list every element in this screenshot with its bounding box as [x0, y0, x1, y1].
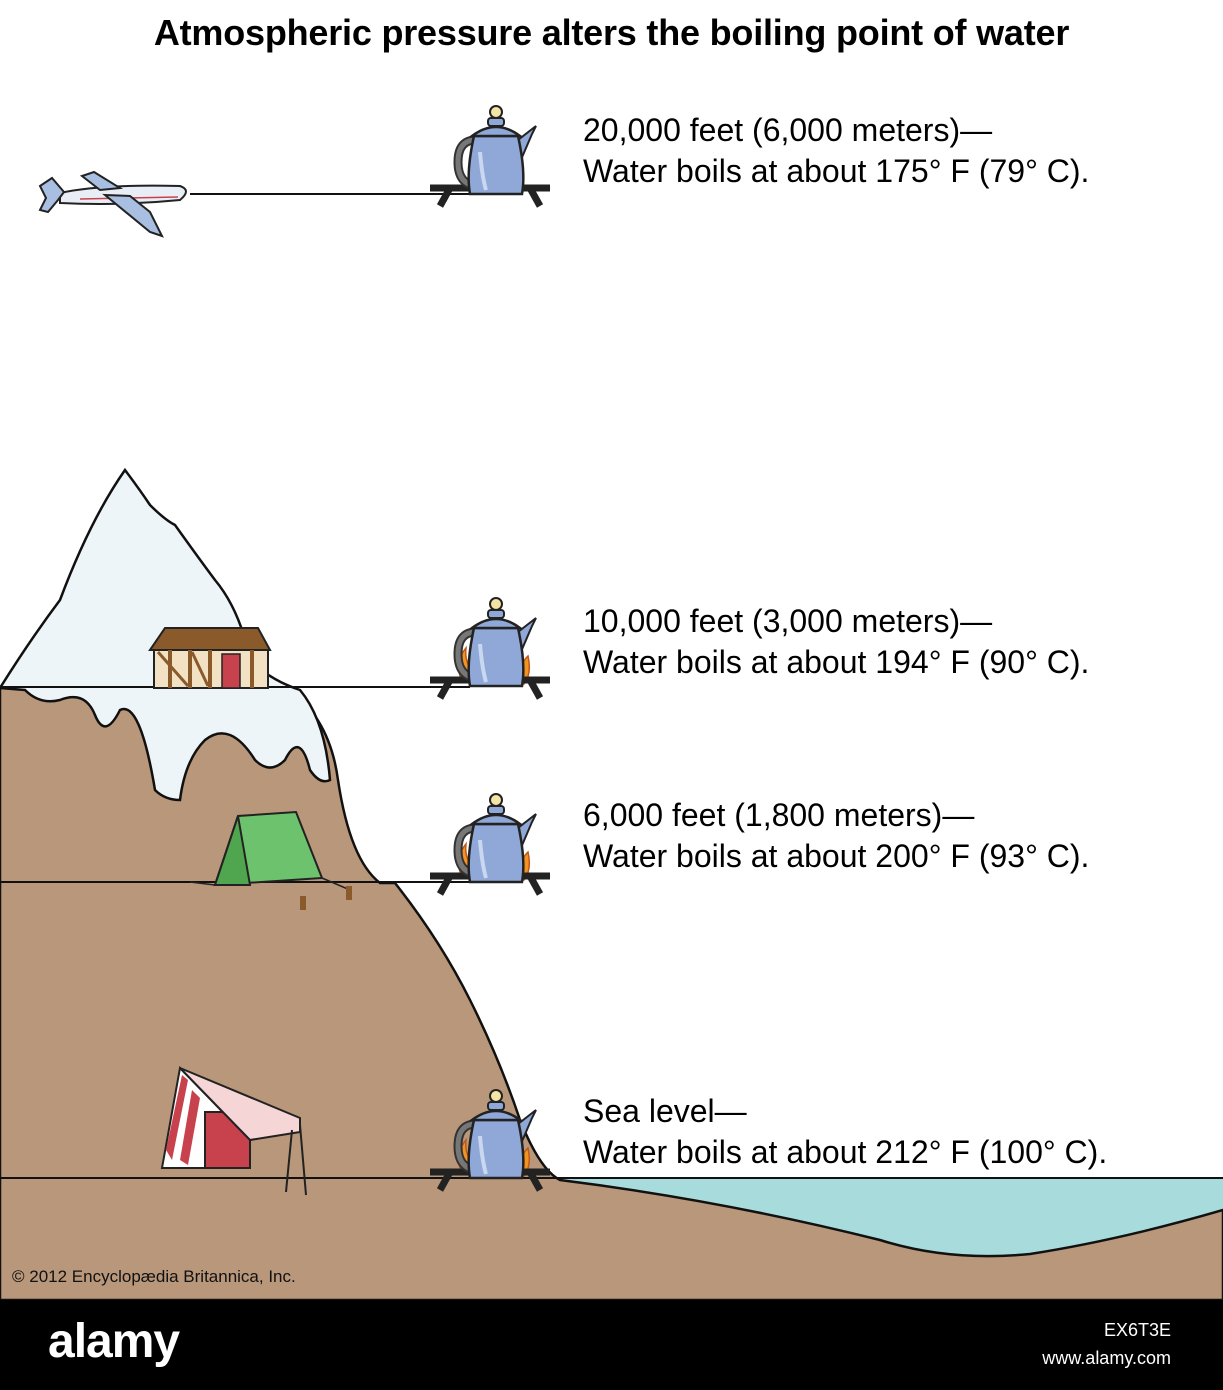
- airplane-icon: [38, 170, 187, 238]
- footer-bar: alamy EX6T3E www.alamy.com: [0, 1300, 1223, 1390]
- sea: [540, 1178, 1223, 1257]
- label-6000-feet: 6,000 feet (1,800 meters)— Water boils a…: [583, 795, 1089, 877]
- altitude-text: 6,000 feet (1,800 meters)—: [583, 797, 975, 833]
- boiling-text: Water boils at about 194° F (90° C).: [583, 644, 1090, 680]
- label-sea-level: Sea level— Water boils at about 212° F (…: [583, 1091, 1107, 1173]
- altitude-text: Sea level—: [583, 1093, 747, 1129]
- kettle-6000: [430, 794, 550, 894]
- kettle-10000: [430, 598, 550, 698]
- label-10000-feet: 10,000 feet (3,000 meters)— Water boils …: [583, 601, 1089, 683]
- altitude-text: 20,000 feet (6,000 meters)—: [583, 112, 993, 148]
- diagram-illustration: [0, 0, 1223, 1302]
- striped-tent-icon: [160, 1065, 307, 1196]
- boiling-text: Water boils at about 200° F (93° C).: [583, 838, 1090, 874]
- copyright-text: © 2012 Encyclopædia Britannica, Inc.: [12, 1267, 296, 1286]
- image-id: EX6T3E: [1103, 1320, 1171, 1340]
- boiling-text: Water boils at about 212° F (100° C).: [583, 1134, 1108, 1170]
- altitude-text: 10,000 feet (3,000 meters)—: [583, 603, 993, 639]
- label-20000-feet: 20,000 feet (6,000 meters)— Water boils …: [583, 110, 1089, 192]
- mountain: [0, 647, 1223, 1302]
- diagram: Atmospheric pressure alters the boiling …: [0, 0, 1223, 1302]
- alamy-logo: alamy: [48, 1315, 180, 1368]
- diagram-title: Atmospheric pressure alters the boiling …: [153, 12, 1070, 53]
- footer-url: www.alamy.com: [1042, 1348, 1171, 1368]
- cabin-icon: [148, 627, 272, 689]
- green-tent-icon: [189, 810, 352, 910]
- boiling-text: Water boils at about 175° F (79° C).: [583, 153, 1090, 189]
- kettle-20000: [430, 106, 550, 206]
